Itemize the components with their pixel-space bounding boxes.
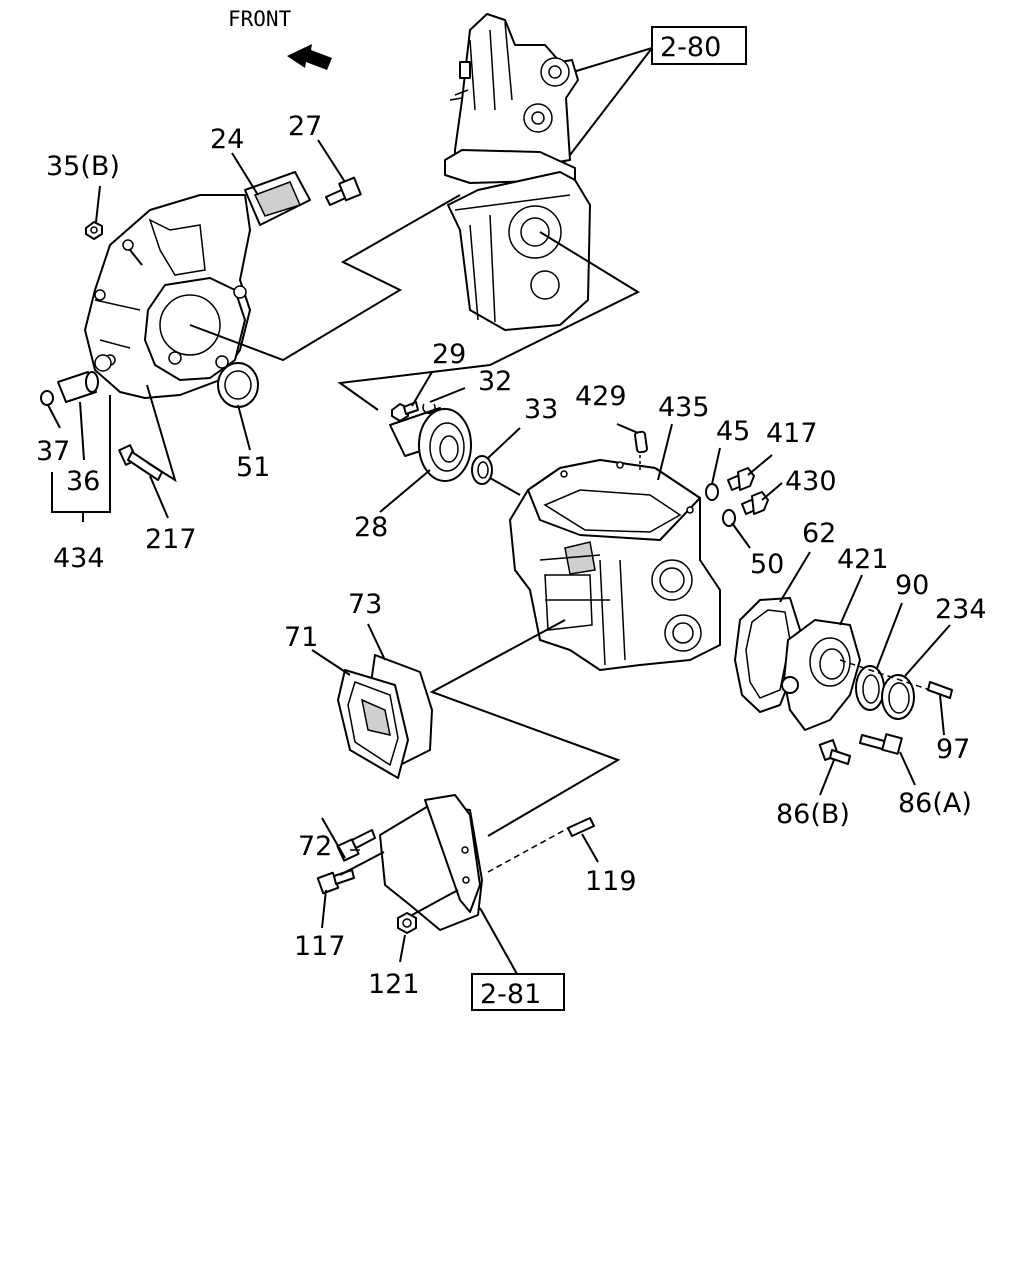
label-86b: 86(B) [776, 799, 850, 830]
part-51-cap [217, 362, 259, 408]
label-121: 121 [368, 969, 420, 1000]
label-430: 430 [785, 466, 837, 497]
label-71: 71 [284, 622, 318, 653]
part-32-clip [422, 403, 436, 414]
label-97: 97 [936, 734, 970, 765]
clutch-housing [84, 194, 251, 399]
part-234-seal [881, 674, 915, 720]
label-32: 32 [478, 366, 512, 397]
label-217: 217 [145, 524, 197, 555]
label-117: 117 [294, 931, 346, 962]
label-86a: 86(A) [898, 788, 972, 819]
part-121-nut [397, 912, 417, 934]
label-234: 234 [935, 594, 987, 625]
reference-bottom-label: 2-81 [480, 979, 541, 1010]
part-33-seal [471, 455, 493, 485]
label-51: 51 [236, 452, 270, 483]
label-72: 72 [298, 831, 332, 862]
label-28: 28 [354, 512, 388, 543]
label-37: 37 [36, 436, 70, 467]
label-35b: 35(B) [46, 151, 120, 182]
label-429: 429 [575, 381, 627, 412]
part-27-bolt [325, 176, 362, 206]
label-45: 45 [716, 416, 750, 447]
upper-gearbox [444, 13, 579, 184]
label-27: 27 [288, 111, 322, 142]
part-86a-bolt [859, 733, 903, 755]
reference-box-top[interactable]: 2-80 [651, 26, 747, 65]
part-417-bolt [727, 467, 755, 491]
part-117-bolt [316, 869, 355, 895]
part-28-bearing-retainer [389, 407, 472, 482]
part-45-washer [705, 483, 719, 501]
front-label: FRONT [228, 7, 292, 31]
part-421-rear-cover [781, 619, 861, 731]
label-435: 435 [658, 392, 710, 423]
label-29: 29 [432, 339, 466, 370]
label-62: 62 [802, 518, 836, 549]
part-37-plug [40, 390, 54, 406]
label-421: 421 [837, 544, 889, 575]
label-90: 90 [895, 570, 929, 601]
reference-top-label: 2-80 [660, 32, 721, 63]
adapter-housing [447, 171, 591, 331]
label-119: 119 [585, 866, 637, 897]
part-36-sleeve [57, 371, 99, 403]
label-24: 24 [210, 124, 244, 155]
front-arrow-icon [287, 44, 332, 70]
label-73: 73 [348, 589, 382, 620]
part-86b-bolt [818, 739, 851, 765]
part-24-plate [244, 171, 311, 226]
part-430-bolt [741, 491, 769, 515]
label-36: 36 [66, 466, 100, 497]
pto-cover [379, 794, 483, 931]
part-429-pin [634, 430, 648, 454]
part-35b-nut [85, 221, 103, 240]
part-97-stud [927, 681, 953, 699]
label-434: 434 [53, 543, 105, 574]
part-90-seal [855, 665, 885, 711]
part-217-bolt [118, 444, 163, 481]
part-71-cover [337, 669, 409, 779]
part-435-transmission-case [509, 459, 721, 671]
label-417: 417 [766, 418, 818, 449]
label-33: 33 [524, 394, 558, 425]
part-50-washer [722, 509, 736, 527]
part-29-bolt [391, 401, 419, 422]
part-119-stud [567, 817, 595, 837]
label-50: 50 [750, 549, 784, 580]
reference-box-bottom[interactable]: 2-81 [471, 973, 565, 1011]
